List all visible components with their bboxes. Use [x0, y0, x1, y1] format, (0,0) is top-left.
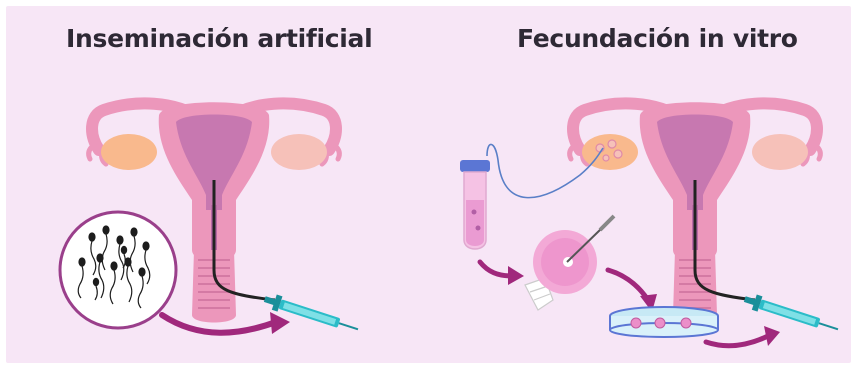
syringe-icon	[742, 291, 840, 337]
panel-title-ivf: Fecundación in vitro	[517, 24, 798, 53]
arrow	[706, 335, 770, 346]
test-tube-icon	[460, 160, 490, 249]
arrow	[608, 270, 648, 300]
panel-title-insemination: Inseminación artificial	[66, 24, 372, 53]
arrow-head	[270, 312, 290, 334]
arrow	[480, 262, 512, 276]
petri-dish-icon	[610, 307, 718, 337]
arrow-head	[508, 266, 524, 285]
sperm-circle-icon	[60, 212, 176, 328]
egg-microinjection-icon	[525, 216, 614, 310]
arrow-head	[764, 326, 780, 346]
